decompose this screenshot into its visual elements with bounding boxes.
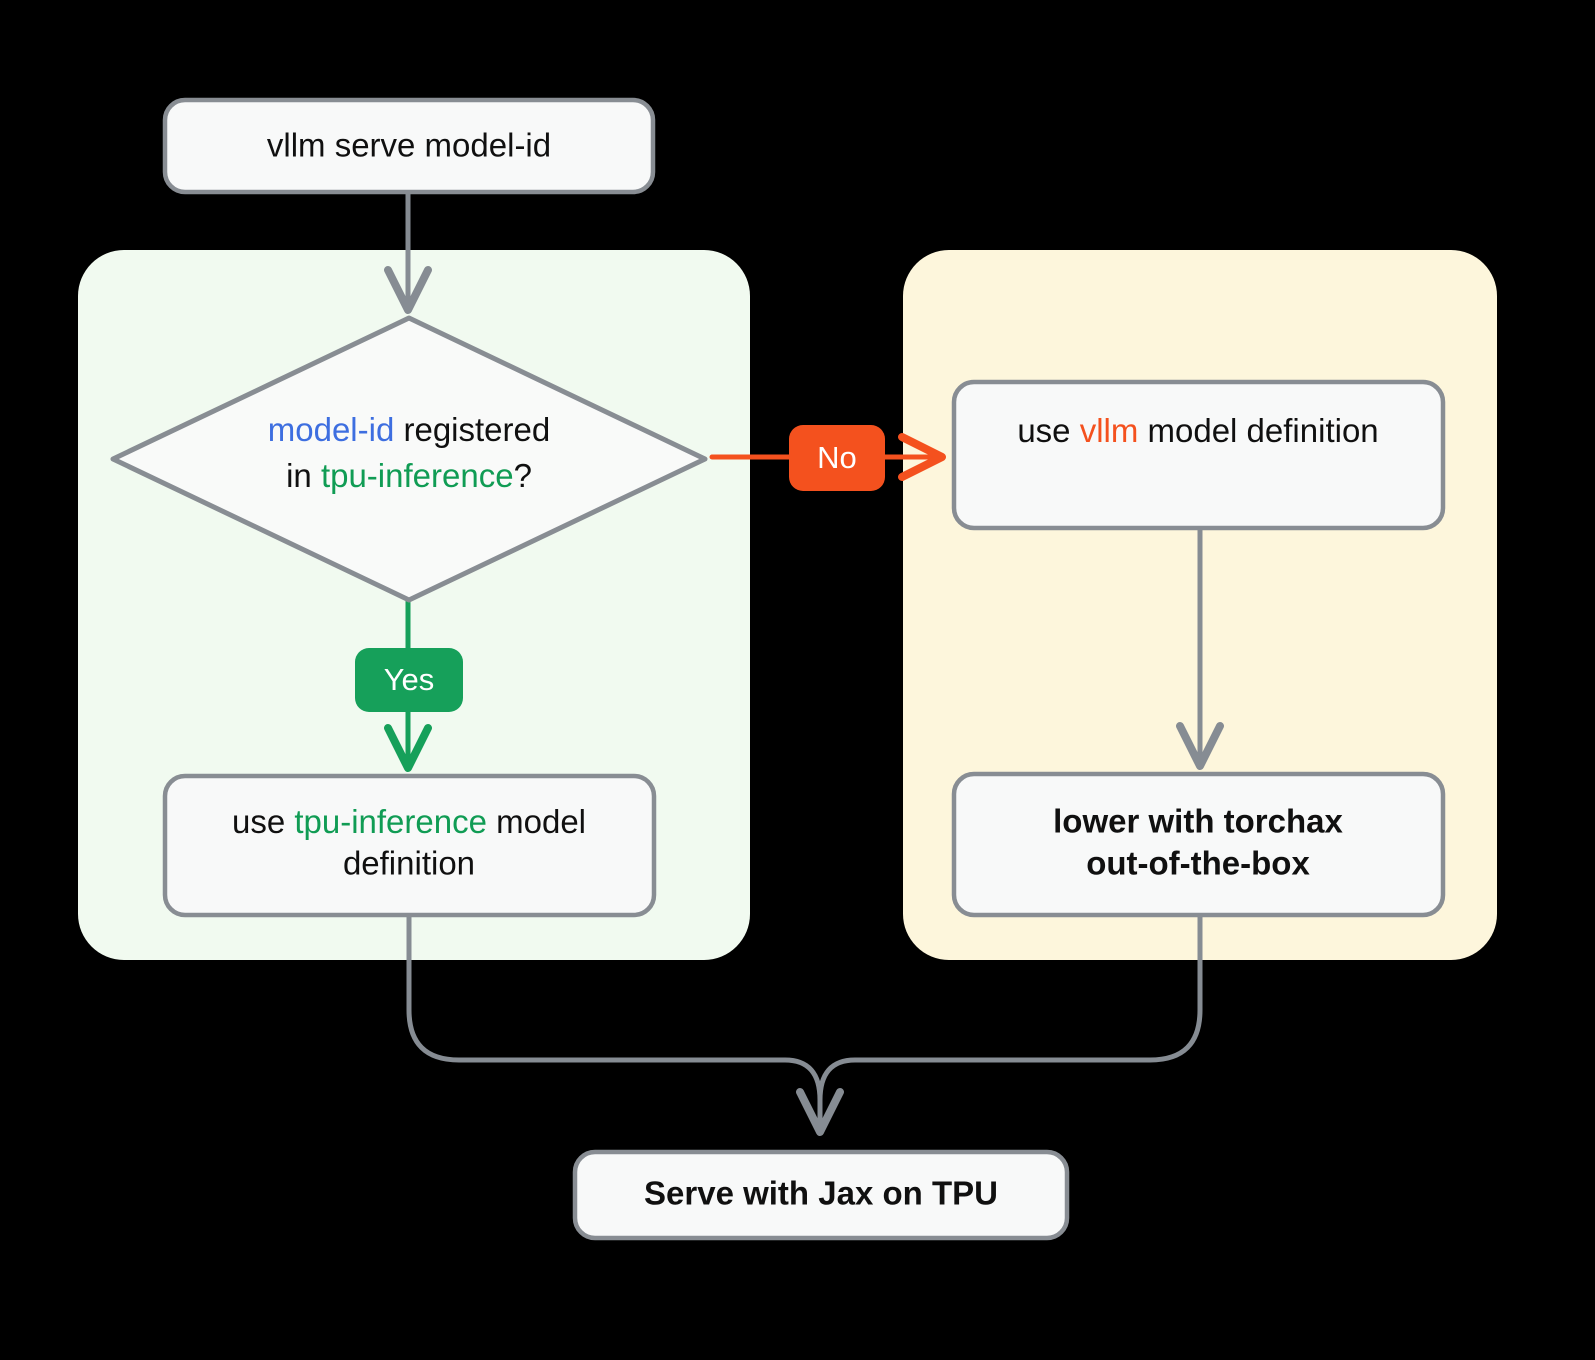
token-registered: registered	[394, 411, 550, 448]
token-vllm: vllm	[1080, 412, 1139, 449]
badge-no: No	[789, 425, 885, 491]
node-decision-line1: model-id registered	[268, 411, 550, 448]
node-lower-line1: lower with torchax	[1053, 803, 1343, 840]
badge-yes-shape	[355, 648, 463, 712]
badge-yes: Yes	[355, 648, 463, 712]
node-lower-line2: out-of-the-box	[1086, 845, 1310, 882]
node-vllm-serve-shape	[162, 97, 656, 195]
badge-no-shape	[789, 425, 885, 491]
node-model-registered-decision[interactable]: model-id registered in tpu-inference?	[110, 315, 708, 603]
node-vllm-serve[interactable]: vllm serve model-id	[162, 97, 656, 195]
badge-no-label: No	[817, 440, 857, 475]
node-use-vllm-shape	[951, 379, 1446, 531]
token-use: use	[1017, 412, 1079, 449]
edge-lower-to-merge	[817, 912, 1203, 1131]
token-tpu-inference: tpu-inference	[321, 457, 514, 494]
badge-yes-label: Yes	[384, 662, 435, 697]
node-lower-shape	[951, 771, 1446, 918]
token-in: in	[286, 457, 321, 494]
node-serve-shape	[572, 1149, 1070, 1241]
node-serve-with-jax-on-tpu[interactable]: Serve with Jax on TPU	[572, 1149, 1070, 1241]
node-use-tpu-inference-shape	[162, 773, 657, 918]
token-use: use	[232, 803, 294, 840]
node-serve-label: Serve with Jax on TPU	[644, 1175, 998, 1212]
token-model: model	[487, 803, 586, 840]
token-model-id: model-id	[268, 411, 395, 448]
edge-yes-to-merge	[406, 912, 844, 1137]
node-decision-line2: in tpu-inference?	[286, 457, 532, 494]
node-use-vllm-model-definition[interactable]: use vllm model definition	[951, 379, 1446, 531]
node-vllm-serve-label: vllm serve model-id	[267, 127, 551, 164]
node-use-vllm-label: use vllm model definition	[1017, 412, 1378, 449]
node-decision-shape	[110, 315, 708, 603]
node-lower-with-torchax[interactable]: lower with torchax out-of-the-box	[951, 771, 1446, 918]
token-question-mark: ?	[514, 457, 532, 494]
token-model-definition: model definition	[1138, 412, 1378, 449]
node-use-tpu-inference-model-definition[interactable]: use tpu-inference model definition	[162, 773, 657, 918]
node-use-tpu-inference-line1: use tpu-inference model	[232, 803, 586, 840]
token-tpu-inference: tpu-inference	[294, 803, 487, 840]
node-use-tpu-inference-line2: definition	[343, 845, 475, 882]
